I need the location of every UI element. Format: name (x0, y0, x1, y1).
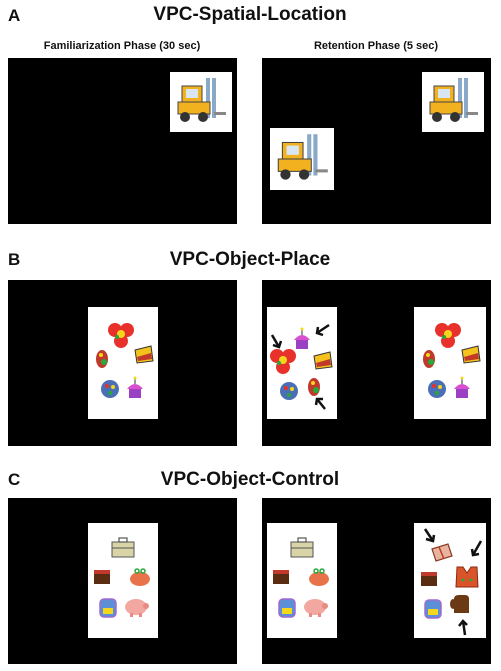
object-card (422, 72, 484, 132)
arrow-icon (270, 334, 283, 349)
object-card (414, 307, 486, 419)
familiarization-screen-b (8, 280, 237, 446)
object-array (96, 323, 154, 398)
arrow-icon (314, 397, 326, 410)
mitten-icon (450, 595, 469, 613)
object-card (267, 523, 337, 638)
familiarization-screen-a (8, 58, 237, 224)
panel-c-title: VPC-Object-Control (160, 469, 340, 490)
wallet-icon (94, 570, 110, 584)
flower-icon (270, 349, 296, 374)
arrow-icon (423, 528, 436, 543)
retention-screen-b (262, 280, 491, 446)
retention-screen-a (262, 58, 491, 224)
panel-a-letter: A (8, 6, 21, 25)
backpack-icon (99, 598, 117, 618)
wallet-icon (421, 572, 437, 586)
panel-a-title: VPC-Spatial-Location (153, 4, 347, 25)
wallet-icon (273, 570, 289, 584)
piggy-bank-icon (304, 599, 328, 617)
flower-icon (435, 323, 461, 348)
gift-box-icon (431, 543, 453, 562)
cupcake-icon (454, 376, 470, 398)
cupcake-icon (294, 327, 310, 349)
purse-icon (309, 568, 329, 586)
arrow-icon (315, 323, 330, 337)
hat-icon (96, 350, 108, 368)
piggy-bank-icon (125, 599, 149, 617)
familiarization-phase-label: Familiarization Phase (30 sec) (43, 40, 201, 52)
flower-icon (108, 323, 134, 348)
forklift-icon (277, 134, 328, 180)
paint-palette-icon (101, 380, 119, 398)
cake-slice-icon (313, 351, 333, 370)
cupcake-icon (127, 376, 143, 398)
object-card (88, 523, 158, 638)
arrow-icon (470, 540, 483, 557)
object-card (88, 307, 158, 419)
object-card (267, 307, 337, 419)
object-card (170, 72, 232, 132)
purse-icon (130, 568, 150, 586)
familiarization-screen-c (8, 498, 237, 664)
hat-icon (423, 350, 435, 368)
paint-palette-icon (428, 380, 446, 398)
backpack-icon (424, 599, 442, 619)
retention-phase-label: Retention Phase (5 sec) (313, 40, 439, 52)
object-array (270, 323, 333, 410)
hat-icon (308, 378, 320, 396)
vest-icon (455, 566, 479, 588)
panel-b-title: VPC-Object-Place (169, 249, 331, 270)
object-array (423, 323, 481, 398)
panel-b-letter: B (8, 250, 21, 269)
briefcase-icon (111, 537, 135, 558)
forklift-icon (429, 78, 478, 122)
backpack-icon (278, 598, 296, 618)
object-card (414, 523, 486, 638)
forklift-icon (177, 78, 226, 122)
panel-c-letter: C (8, 470, 21, 489)
object-card (270, 128, 334, 190)
paint-palette-icon (280, 382, 298, 400)
object-array (273, 537, 329, 618)
object-array (94, 537, 150, 618)
arrow-icon (458, 619, 468, 636)
object-array (421, 528, 483, 636)
cake-slice-icon (134, 345, 154, 364)
retention-screen-c (262, 498, 491, 664)
cake-slice-icon (461, 345, 481, 364)
briefcase-icon (290, 537, 314, 558)
